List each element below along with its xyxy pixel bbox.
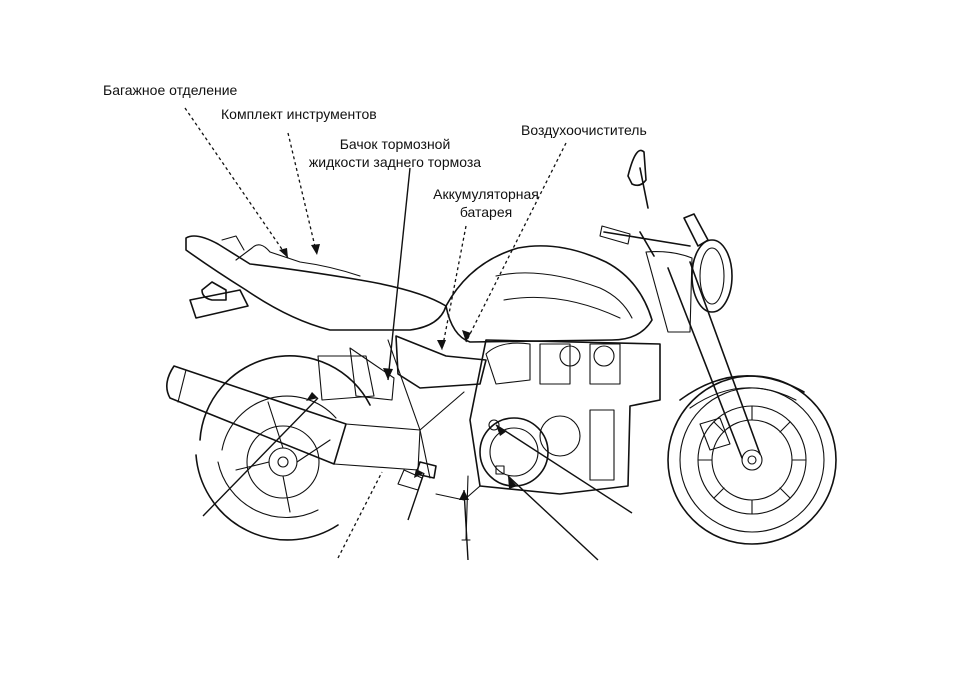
leader-battery — [442, 226, 466, 350]
rear-wheel — [196, 356, 370, 540]
leader-toolkit — [288, 133, 317, 255]
arrowhead — [437, 340, 446, 350]
leader-luggage — [185, 108, 288, 258]
leader-bottom-left — [203, 398, 318, 516]
leader-bottom-right1 — [508, 476, 598, 560]
frame — [318, 336, 486, 478]
leader-bottom-right2 — [496, 425, 632, 513]
arrowhead — [311, 244, 320, 255]
fuel-tank — [446, 246, 652, 342]
footpegs-stand — [398, 462, 470, 540]
leader-air-cleaner — [466, 143, 566, 342]
front-end — [600, 150, 760, 458]
engine — [436, 340, 660, 500]
leader-hidden-dotted — [338, 472, 382, 558]
front-wheel — [668, 376, 836, 544]
leader-lines — [185, 108, 632, 560]
